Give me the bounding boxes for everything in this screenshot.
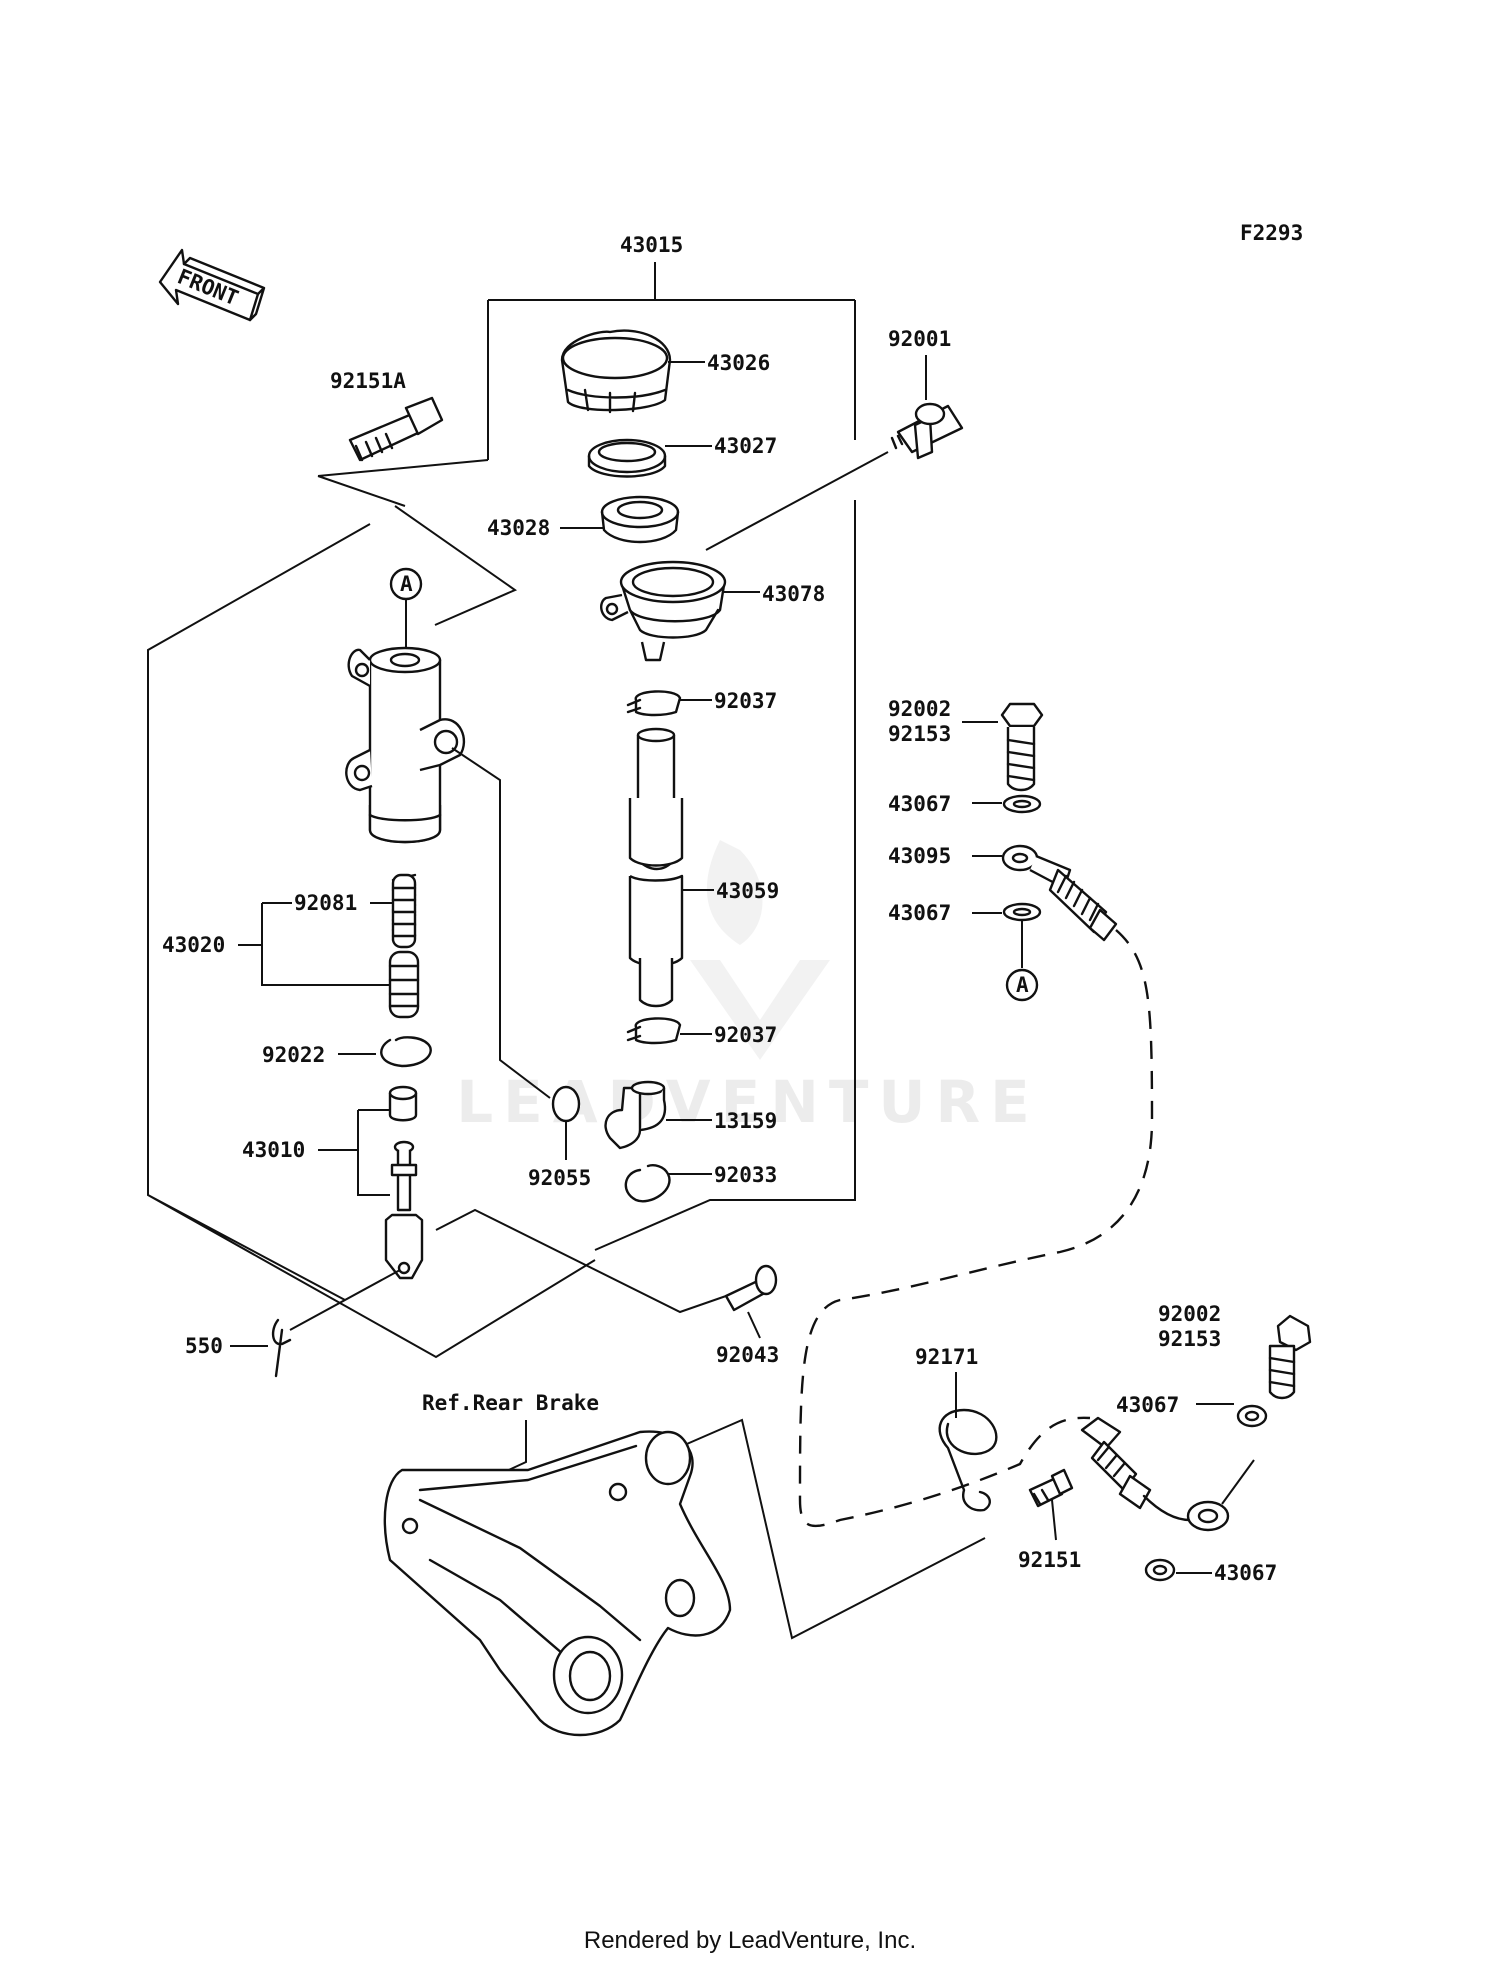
clamp-92037-bottom: 92037	[626, 1017, 777, 1047]
label-92022: 92022	[262, 1043, 325, 1067]
label-43020: 43020	[162, 933, 225, 957]
clamp-92037-top: 92037	[626, 689, 777, 717]
diaphragm-plate-43027: 43027	[587, 434, 777, 478]
label-92037-bottom: 92037	[714, 1023, 777, 1047]
master-cylinder-body	[345, 646, 466, 844]
banjo-fitting-lower	[1080, 1416, 1255, 1532]
bolt-92151: 92151	[1018, 1468, 1081, 1572]
washer-43067-d: 43067	[1144, 1558, 1277, 1585]
label-92151A: 92151A	[330, 369, 406, 393]
label-92002-bottom: 92002	[1158, 1302, 1221, 1326]
reservoir-43078: 43078	[600, 560, 825, 662]
banjo-bolt-92002-bottom: 92002 92153	[1158, 1302, 1312, 1400]
label-92055: 92055	[528, 1166, 591, 1190]
label-92081: 92081	[294, 891, 357, 915]
label-43059: 43059	[716, 879, 779, 903]
circlip-92033: 92033	[624, 1163, 777, 1203]
rear-brake-bracket: Ref.Rear Brake	[383, 1391, 732, 1737]
label-92171: 92171	[915, 1345, 978, 1369]
label-43078: 43078	[762, 582, 825, 606]
elbow-fitting-13159: 13159	[604, 1080, 777, 1150]
label-43067-d: 43067	[1214, 1561, 1277, 1585]
washer-43067-a: 43067	[888, 792, 1042, 816]
label-43095: 43095	[888, 844, 951, 868]
footer-credit: Rendered by LeadVenture, Inc.	[584, 1927, 916, 1954]
diagram-code: F2293	[1240, 221, 1303, 245]
label-43027: 43027	[714, 434, 777, 458]
callout-a-right: A	[1005, 968, 1039, 1002]
diaphragm-43028: 43028	[487, 495, 680, 544]
svg-text:A: A	[1016, 973, 1029, 997]
reservoir-cap-43026: 43026	[560, 329, 770, 414]
label-92153-top: 92153	[888, 722, 951, 746]
label-92033: 92033	[714, 1163, 777, 1187]
brake-hose-route	[798, 929, 1154, 1528]
pin-92043: 92043	[435, 1208, 779, 1367]
label-92153-bottom: 92153	[1158, 1327, 1221, 1351]
label-92002-top: 92002	[888, 697, 951, 721]
spring-92081: 92081	[262, 873, 420, 1019]
hose-clip-92171: 92171	[649, 1345, 998, 1640]
piston-rod-43010: 43010	[242, 1085, 424, 1280]
bolt-92151A: 92151A	[330, 369, 444, 462]
label-43067-b: 43067	[888, 901, 951, 925]
bracket-43020: 43020	[162, 903, 390, 986]
label-92043: 92043	[716, 1343, 779, 1367]
svg-text:A: A	[400, 572, 413, 596]
label-43010: 43010	[242, 1138, 305, 1162]
label-550: 550	[185, 1334, 223, 1358]
hose-43059: 43059	[628, 727, 779, 1008]
label-43015: 43015	[620, 233, 683, 257]
bolt-92001: 92001	[888, 327, 964, 460]
front-arrow-icon: FRONT	[158, 248, 266, 322]
o-ring-92055: 92055	[528, 1085, 591, 1190]
assembly-outline	[147, 459, 596, 1359]
banjo-bolt-92002-top: 92002 92153	[888, 697, 1044, 792]
label-43067-c: 43067	[1116, 1393, 1179, 1417]
watermark: LEADVENTURE	[456, 840, 1040, 1136]
washer-43067-b: 43067	[888, 901, 1042, 968]
label-43028: 43028	[487, 516, 550, 540]
leader-92001	[705, 451, 889, 551]
label-43067-a: 43067	[888, 792, 951, 816]
label-43026: 43026	[707, 351, 770, 375]
watermark-text: LEADVENTURE	[456, 1068, 1040, 1136]
label-92037-top: 92037	[714, 689, 777, 713]
assembly-bracket-43015: 43015	[487, 233, 856, 1251]
ref-rear-brake-label: Ref.Rear Brake	[422, 1391, 599, 1415]
label-13159: 13159	[714, 1109, 777, 1133]
label-92151: 92151	[1018, 1548, 1081, 1572]
cotter-pin-550: 550	[185, 1269, 401, 1378]
washer-43067-c: 43067	[1116, 1393, 1268, 1428]
label-92001: 92001	[888, 327, 951, 351]
leader-92055-body	[451, 747, 551, 1099]
banjo-fitting-43095: 43095	[888, 844, 1118, 942]
circlip-92022: 92022	[262, 1036, 432, 1068]
callout-a-top: A	[389, 567, 423, 660]
